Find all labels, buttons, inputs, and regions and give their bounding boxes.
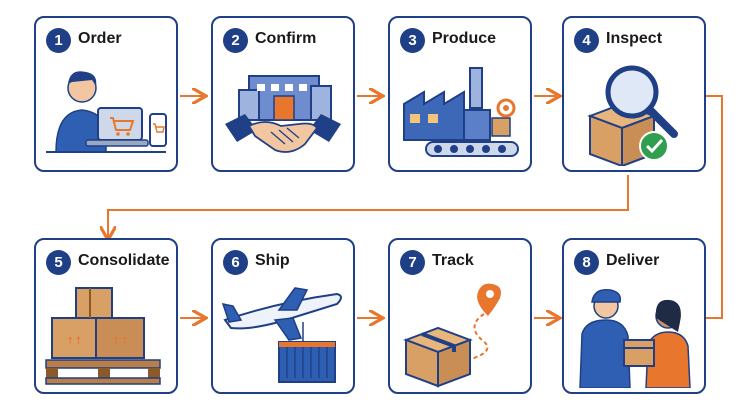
delivery-handover-icon — [579, 289, 691, 388]
step-card-consolidate: 5 Consolidate ↑↑ ↑↑ — [34, 238, 178, 394]
step-label: Ship — [255, 252, 290, 269]
factory-icon — [403, 67, 519, 157]
airplane-container-icon — [221, 287, 342, 383]
step-number-badge: 2 — [223, 28, 248, 53]
handshake-icon — [225, 75, 341, 153]
tracking-pin-icon — [403, 283, 501, 388]
step-number-badge: 7 — [400, 250, 425, 275]
svg-text:↑↑: ↑↑ — [112, 336, 129, 347]
step-label: Produce — [432, 30, 497, 47]
connector-4-5 — [108, 175, 629, 238]
step-card-track: 7 Track — [388, 238, 532, 394]
step-label: Order — [78, 30, 122, 47]
connector-4-8 — [704, 95, 723, 319]
step-card-order: 1 Order — [34, 16, 178, 172]
step-number-badge: 6 — [223, 250, 248, 275]
step-label: Consolidate — [78, 252, 170, 269]
step-card-produce: 3 Produce — [388, 16, 532, 172]
step-number-badge: 3 — [400, 28, 425, 53]
laptop-shopping-icon — [46, 71, 167, 153]
step-number-badge: 5 — [46, 250, 71, 275]
svg-text:↑↑: ↑↑ — [66, 336, 83, 347]
step-label: Confirm — [255, 30, 317, 47]
step-number-badge: 1 — [46, 28, 71, 53]
step-label: Deliver — [606, 252, 660, 269]
step-number-badge: 4 — [574, 28, 599, 53]
step-label: Inspect — [606, 30, 663, 47]
step-number-badge: 8 — [574, 250, 599, 275]
step-card-ship: 6 Ship — [211, 238, 355, 394]
step-card-deliver: 8 Deliver — [562, 238, 706, 394]
step-card-confirm: 2 Confirm — [211, 16, 355, 172]
step-card-inspect: 4 Inspect — [562, 16, 706, 172]
pallet-boxes-icon: ↑↑ ↑↑ — [45, 287, 161, 385]
step-label: Track — [432, 252, 474, 269]
inspect-box-icon — [587, 65, 678, 166]
